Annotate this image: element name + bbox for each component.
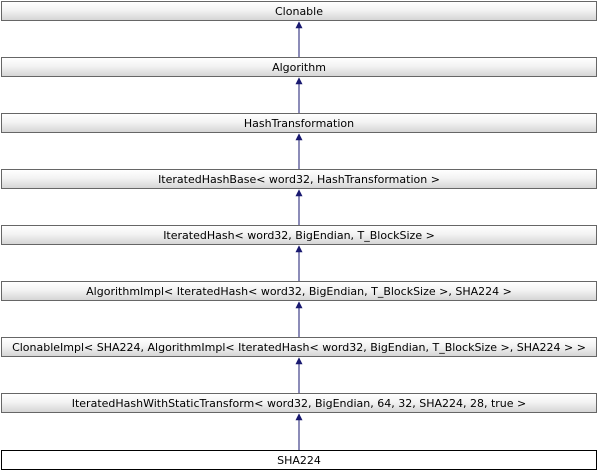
node-sha224-current: SHA224 [1, 450, 597, 470]
node-iterated-hash-base[interactable]: IteratedHashBase< word32, HashTransforma… [1, 169, 597, 189]
node-clonable[interactable]: Clonable [1, 1, 597, 21]
node-hash-transformation[interactable]: HashTransformation [1, 113, 597, 133]
node-iterated-hash[interactable]: IteratedHash< word32, BigEndian, T_Block… [1, 225, 597, 245]
node-algorithm-impl[interactable]: AlgorithmImpl< IteratedHash< word32, Big… [1, 281, 597, 301]
node-clonable-impl[interactable]: ClonableImpl< SHA224, AlgorithmImpl< Ite… [1, 337, 597, 357]
node-algorithm[interactable]: Algorithm [1, 57, 597, 77]
node-iterated-hash-with-static-transform[interactable]: IteratedHashWithStaticTransform< word32,… [1, 393, 597, 413]
